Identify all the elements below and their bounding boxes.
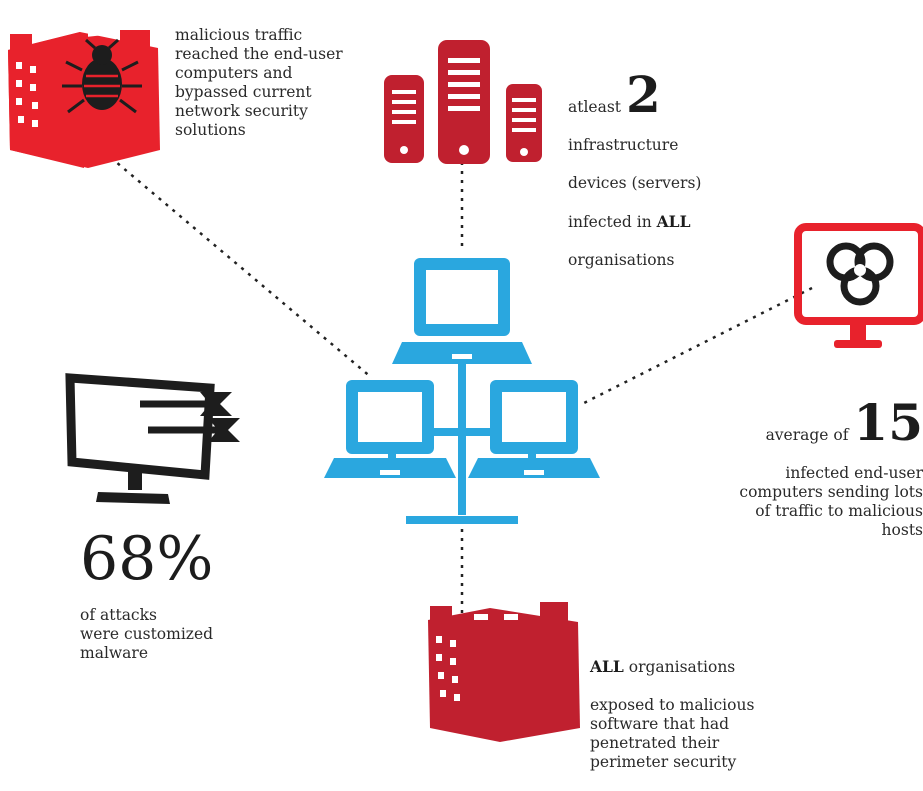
servers-line-4: organisations (568, 251, 675, 269)
servers-line-2: devices (servers) (568, 174, 702, 192)
connector-right (579, 286, 813, 407)
servers-line-3: infected in (568, 213, 657, 231)
callout-servers: atleast 2 infrastructure devices (server… (568, 56, 701, 289)
monitor-with-darts-icon (65, 373, 240, 504)
connector-top-left (89, 139, 373, 379)
servers-number: 2 (625, 65, 661, 124)
servers-line-1: infrastructure (568, 136, 679, 154)
callout-top-left: malicious traffic reached the end-user c… (175, 26, 343, 139)
bottom-line-1: organisations (623, 658, 736, 676)
left-number: 68% (80, 524, 214, 594)
bag-with-bug-icon (8, 25, 160, 168)
red-bag-icon (428, 602, 580, 742)
network-laptops-icon (324, 258, 600, 524)
bottom-text: exposed to malicious software that had p… (590, 696, 755, 771)
bottom-all-keyword: ALL (590, 657, 624, 676)
right-prefix: average of (765, 426, 854, 444)
biohazard-monitor-icon (794, 223, 923, 348)
servers-all-keyword: ALL (656, 212, 691, 231)
callout-left: 68% of attacks were customized malware (80, 512, 213, 682)
callout-right: average of 15 infected end-user computer… (683, 384, 923, 559)
servers-icon (384, 40, 542, 164)
callout-bottom: ALL organisations exposed to malicious s… (590, 638, 754, 791)
right-number: 15 (853, 393, 923, 452)
servers-prefix: atleast (568, 98, 626, 116)
right-text: infected end-user computers sending lots… (739, 464, 923, 539)
diagram-canvas (8, 25, 923, 742)
left-text: of attacks were customized malware (80, 606, 214, 662)
